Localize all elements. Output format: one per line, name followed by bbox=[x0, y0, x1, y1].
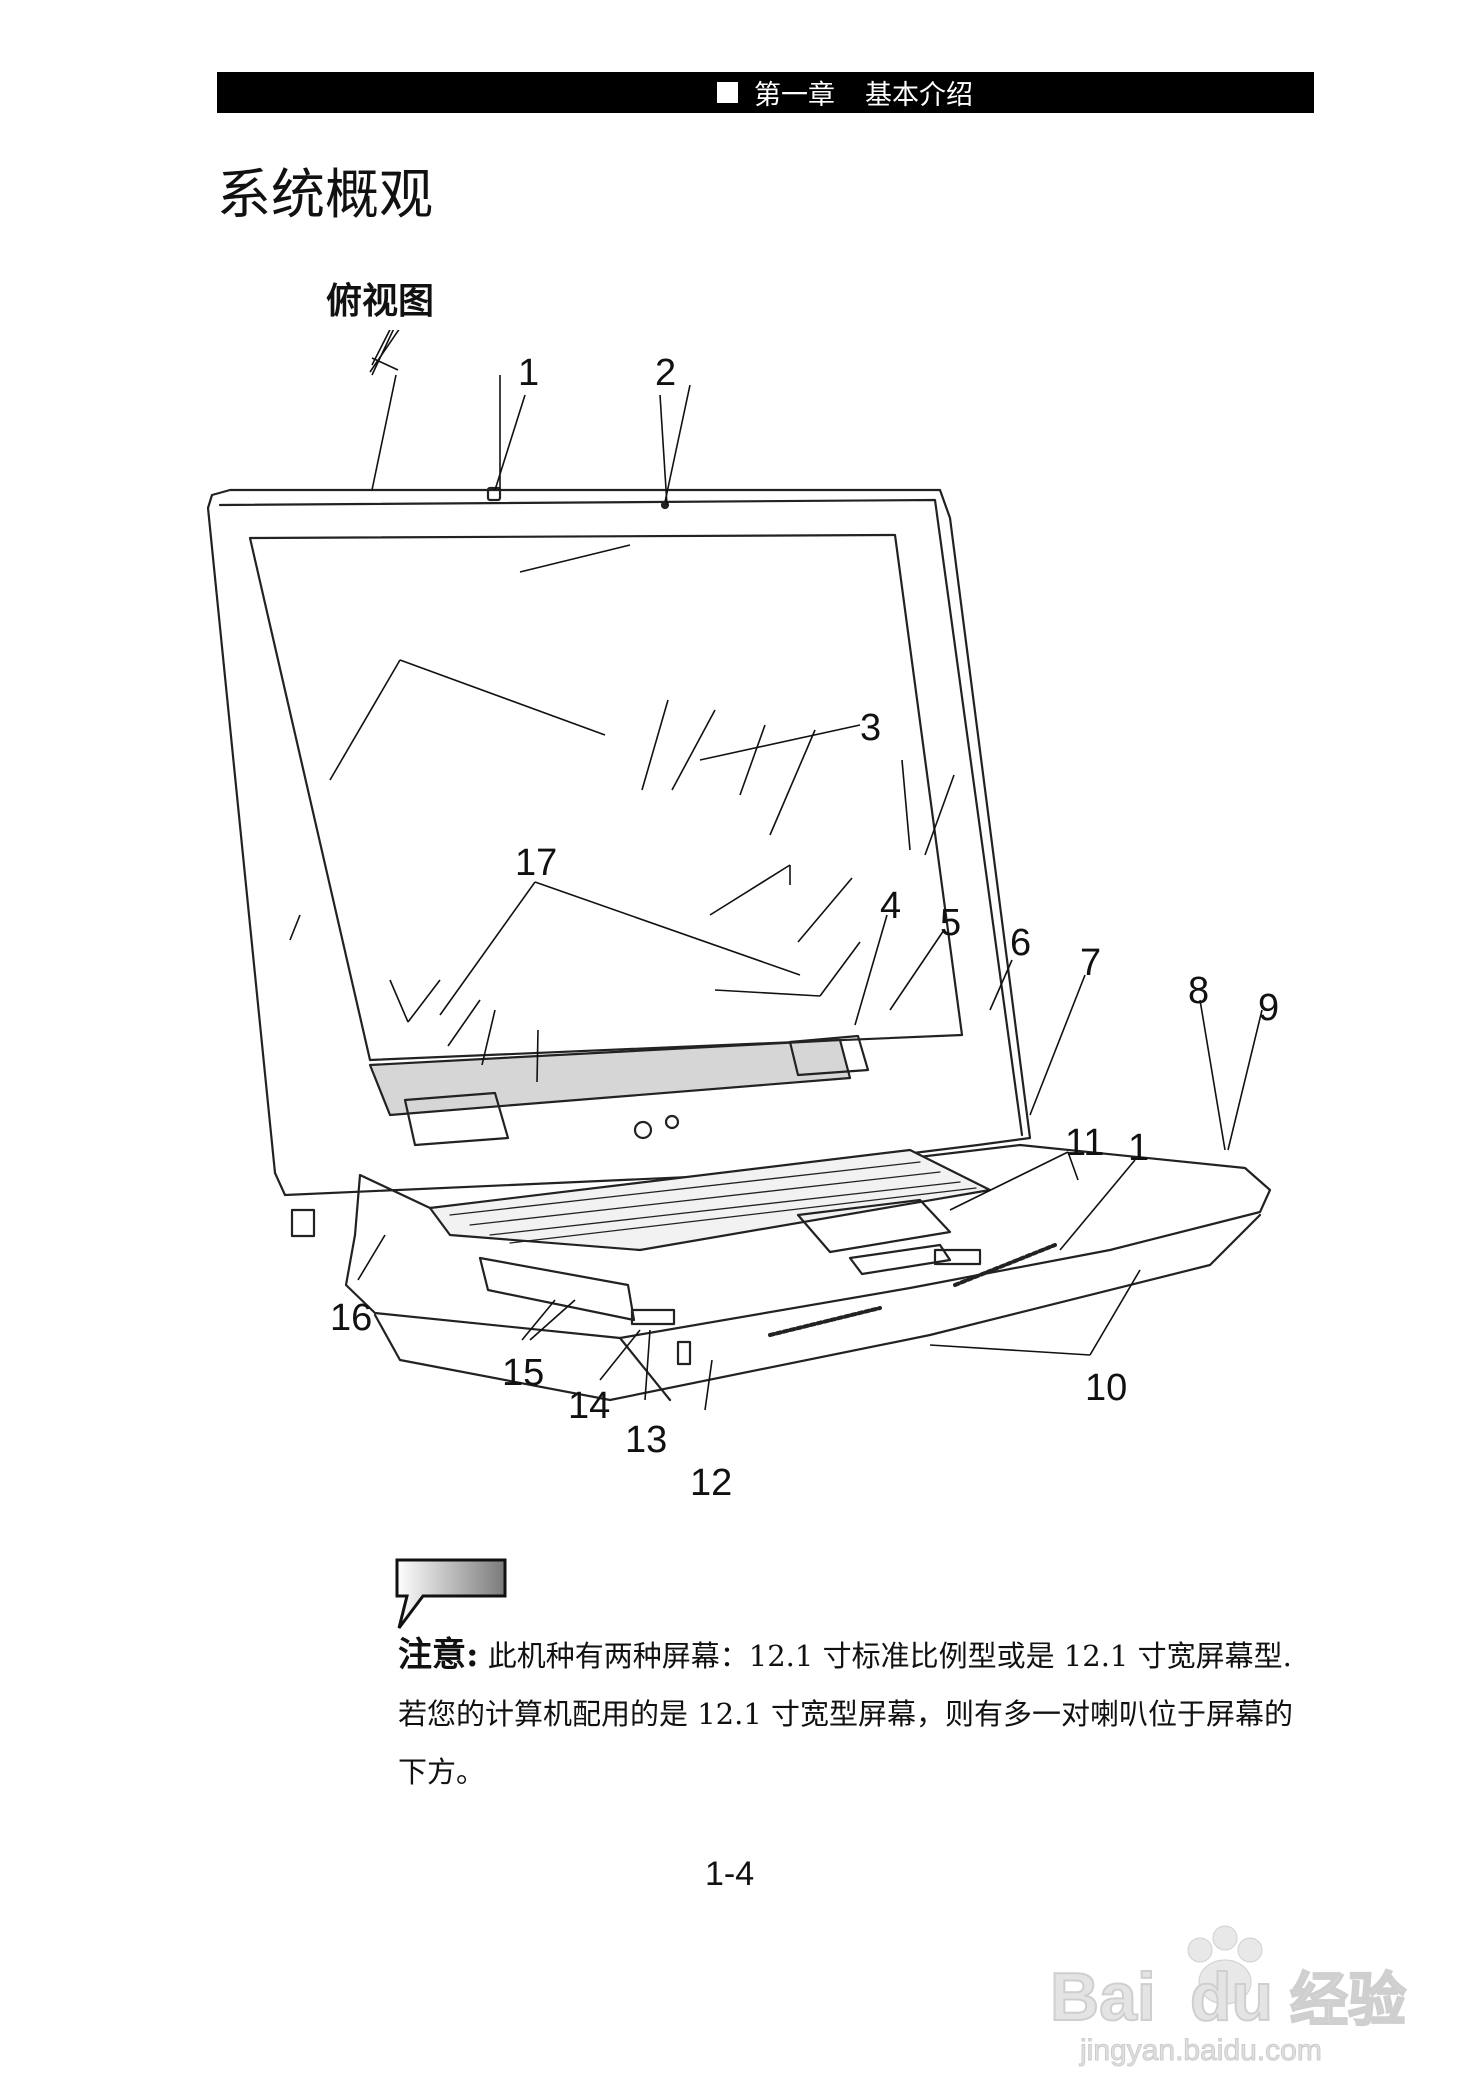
chapter-title: 基本介绍 bbox=[865, 80, 973, 111]
callout-6: 6 bbox=[1010, 922, 1031, 964]
page-title: 系统概观 bbox=[217, 163, 433, 226]
callout-12: 12 bbox=[690, 1462, 732, 1504]
callout-10: 10 bbox=[1085, 1367, 1127, 1409]
baidu-jingyan-watermark: Bai du 经验 jingyan.baidu.com bbox=[1050, 1925, 1407, 2068]
speaker-grille-front bbox=[768, 1306, 882, 1337]
watermark-brand-b: du bbox=[1190, 1959, 1273, 2035]
webcam bbox=[486, 486, 502, 502]
callout-7: 7 bbox=[1080, 942, 1101, 984]
laptop-screen bbox=[248, 533, 964, 1062]
callout-8: 8 bbox=[1188, 970, 1209, 1012]
watermark-brand-a: Bai bbox=[1050, 1959, 1156, 2035]
callout-4: 4 bbox=[880, 885, 901, 927]
callout-11: 11 bbox=[1065, 1122, 1104, 1164]
callout-5: 5 bbox=[940, 902, 961, 944]
section-title: 俯视图 bbox=[326, 281, 435, 322]
chapter-header-bar: 第一章 基本介绍 bbox=[217, 72, 1314, 113]
laptop-lid bbox=[206, 488, 1032, 1197]
note-paragraph: 注意: 此机种有两种屏幕：12.1 寸标准比例型或是 12.1 寸宽屏幕型. 若… bbox=[398, 1626, 1310, 1801]
keyboard bbox=[428, 1148, 992, 1252]
side-port bbox=[933, 1248, 982, 1266]
callout-1-side: 1 bbox=[1128, 1127, 1149, 1169]
optical-drive bbox=[478, 1256, 636, 1322]
chapter-header: 第一章 基本介绍 bbox=[717, 76, 973, 111]
callout-14: 14 bbox=[568, 1385, 610, 1427]
callout-3: 3 bbox=[860, 707, 881, 749]
page-number: 1-4 bbox=[705, 1855, 755, 1893]
laptop-top-view-diagram bbox=[206, 330, 1272, 1402]
dc-in-jack bbox=[290, 1208, 316, 1238]
callout-15: 15 bbox=[502, 1352, 544, 1394]
note-label: 注意: bbox=[398, 1635, 479, 1675]
note-text: 此机种有两种屏幕：12.1 寸标准比例型或是 12.1 寸宽屏幕型. 若您的计算… bbox=[398, 1639, 1294, 1789]
note-speech-bubble-icon bbox=[395, 1558, 507, 1629]
callout-2: 2 bbox=[655, 352, 676, 394]
callout-9: 9 bbox=[1258, 987, 1279, 1029]
watermark-url: jingyan.baidu.com bbox=[1079, 2034, 1322, 2067]
touchpad bbox=[796, 1198, 952, 1254]
callout-1: 1 bbox=[518, 352, 539, 394]
card-slot bbox=[630, 1308, 676, 1326]
chapter-number: 第一章 bbox=[754, 80, 835, 111]
usb-port bbox=[676, 1340, 692, 1366]
screen-speaker-strip bbox=[368, 1038, 852, 1117]
square-bullet-icon bbox=[717, 82, 738, 103]
touchpad-buttons bbox=[848, 1243, 952, 1276]
speaker-grille-side bbox=[953, 1243, 1057, 1287]
power-button bbox=[633, 1120, 653, 1140]
callout-13: 13 bbox=[625, 1419, 667, 1461]
callout-16: 16 bbox=[330, 1297, 372, 1339]
instant-key bbox=[664, 1114, 680, 1130]
callout-17: 17 bbox=[515, 842, 557, 884]
watermark-brand-c: 经验 bbox=[1290, 1966, 1406, 2034]
